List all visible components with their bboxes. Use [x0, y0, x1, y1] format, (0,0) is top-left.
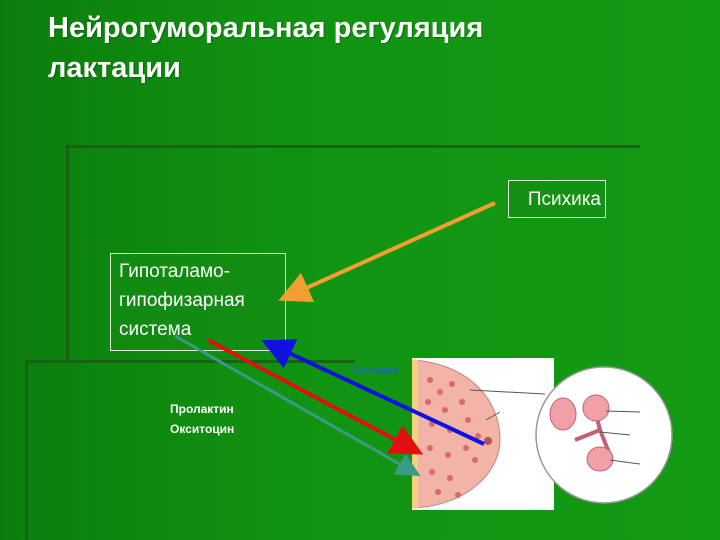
hormone-prolactin: Пролактин — [170, 402, 234, 416]
breast-illustration — [412, 358, 554, 510]
hypothalamus-box: Гипоталамо- гипофизарная система — [110, 253, 286, 351]
slide-title: Нейрогуморальная регуляция лактации — [48, 8, 648, 88]
fat-layer — [412, 360, 418, 508]
pointer-line — [469, 389, 546, 395]
title-line-1: Нейрогуморальная регуляция — [48, 12, 484, 44]
oxytocin-arrow — [174, 334, 421, 476]
hypothalamus-line-1: Гипоталамо- — [119, 261, 230, 282]
breast-shape — [413, 359, 501, 509]
nipple — [484, 437, 492, 445]
sucking-arrow — [261, 339, 485, 446]
psyche-to-hypothalamus-arrow — [278, 201, 496, 303]
lobule-zoom — [535, 366, 673, 504]
psyche-label: Психика — [527, 189, 601, 210]
hypothalamus-line-2: гипофизарная — [119, 290, 245, 311]
decor-line-left — [66, 145, 69, 360]
hormones-label: Пролактин Окситоцин — [170, 399, 234, 439]
decor-line-left-lower — [25, 360, 28, 540]
hypothalamus-line-3: система — [119, 319, 192, 340]
decor-line-mid — [25, 360, 355, 363]
hormone-oxytocin: Окситоцин — [170, 422, 235, 436]
prolactin-arrow — [207, 338, 424, 455]
title-line-2: лактации — [48, 52, 181, 84]
sucking-label: Сосание — [352, 365, 399, 377]
psyche-box: Психика — [508, 180, 606, 218]
decor-line-top — [66, 145, 640, 148]
lobules — [425, 377, 481, 498]
